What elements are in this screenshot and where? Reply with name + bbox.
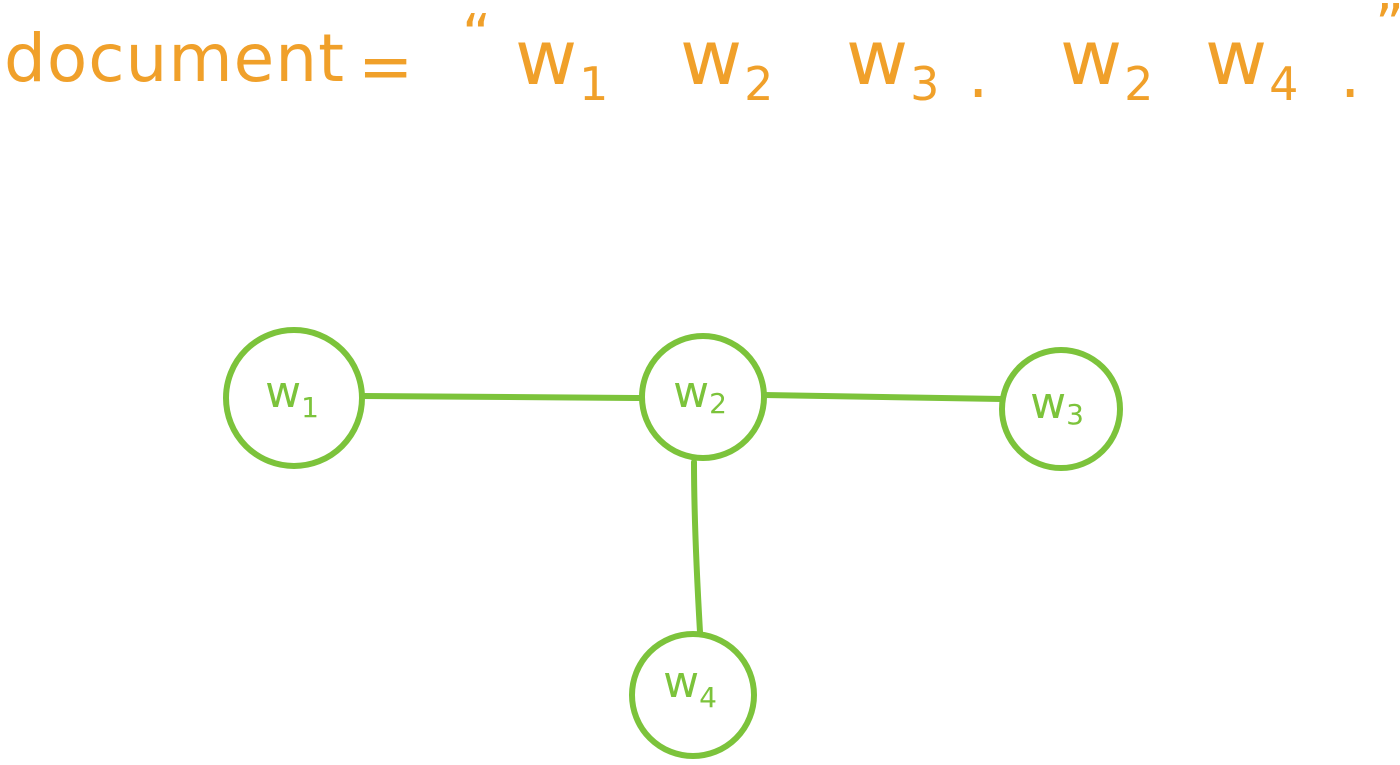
node-subscript: 2 (709, 387, 727, 420)
token-subscript: 3 (910, 57, 940, 111)
equals-sign: = (358, 28, 414, 105)
node-base: w (1030, 378, 1066, 429)
token-subscript: 2 (744, 57, 774, 111)
node-label: w1 (265, 367, 319, 424)
edge-w2-w3 (761, 392, 1005, 402)
edge-w1-w2 (360, 393, 646, 401)
node-circle (223, 327, 365, 469)
node-circle (999, 347, 1123, 471)
node-w3: w3 (999, 347, 1123, 471)
node-label: w2 (673, 367, 727, 420)
node-circle (639, 333, 767, 461)
token-base: w (1205, 13, 1268, 102)
token-subscript: 2 (1124, 57, 1154, 111)
token-base: w (515, 13, 578, 102)
sentence-period: . (1340, 39, 1361, 113)
node-base: w (673, 367, 709, 418)
document-label: document (4, 20, 345, 97)
token-w3: w3 (846, 20, 939, 108)
document-definition: document = “ w1 w2 w3 . w2 w4 . ” (0, 0, 1400, 150)
node-subscript: 3 (1066, 398, 1084, 431)
token-subscript: 4 (1269, 57, 1299, 111)
edge-w2-w4 (691, 459, 703, 635)
node-subscript: 1 (301, 391, 319, 424)
token-base: w (680, 13, 743, 102)
node-base: w (265, 367, 301, 418)
close-quote: ” (1375, 0, 1400, 54)
node-w1: w1 (223, 327, 365, 469)
token-w2: w2 (680, 20, 773, 108)
node-label: w3 (1030, 378, 1084, 431)
token-subscript: 1 (579, 57, 609, 111)
token-base: w (1060, 13, 1123, 102)
node-base: w (663, 657, 699, 708)
node-circle (629, 631, 757, 759)
node-subscript: 4 (699, 681, 717, 714)
node-label: w4 (663, 657, 717, 714)
sentence-period: . (968, 39, 989, 113)
open-quote: “ (462, 3, 492, 68)
node-w2: w2 (639, 333, 767, 461)
node-w4: w4 (629, 631, 757, 759)
token-w1: w1 (515, 20, 608, 108)
token-w2-second: w2 (1060, 20, 1153, 108)
token-base: w (846, 13, 909, 102)
token-w4: w4 (1205, 20, 1298, 108)
